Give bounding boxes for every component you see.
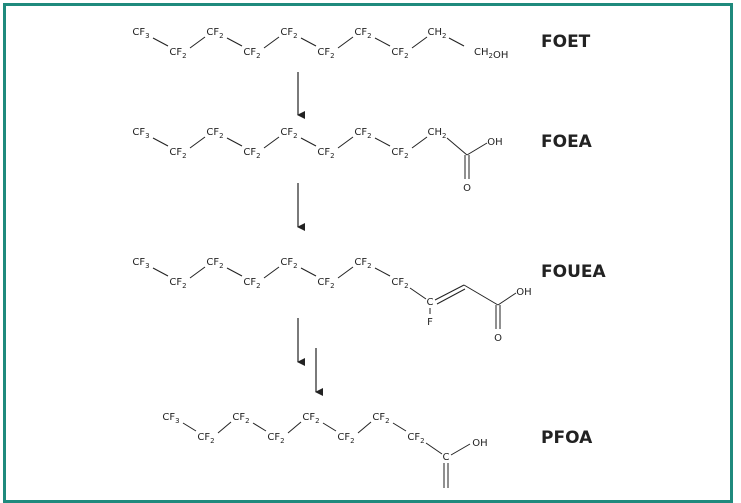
compound-label-pfoa: PFOA bbox=[541, 428, 593, 448]
atom-label: CF2 bbox=[169, 277, 186, 290]
alkene-bond bbox=[436, 288, 466, 305]
atom-label: CF2 bbox=[354, 27, 371, 40]
atom-label: CF2 bbox=[354, 257, 371, 270]
chain-bond bbox=[300, 37, 317, 47]
chain-bond bbox=[425, 442, 443, 455]
chain-bond bbox=[287, 421, 302, 434]
chain-bond bbox=[497, 292, 517, 306]
atom-label: CF2 bbox=[197, 432, 214, 445]
chain-bond bbox=[300, 267, 317, 277]
atom-label: CF2 bbox=[280, 27, 297, 40]
chain-bond bbox=[466, 142, 488, 156]
chain-bond bbox=[263, 136, 280, 149]
chain-bond bbox=[252, 422, 267, 432]
atom-label: CF3 bbox=[132, 127, 149, 140]
hydroxyl-label: OH bbox=[487, 137, 502, 148]
atom-label: CH2 bbox=[428, 127, 447, 140]
compound-label-foea: FOEA bbox=[541, 132, 592, 152]
compound-label-fouea: FOUEA bbox=[541, 262, 606, 282]
chain-bond bbox=[226, 37, 243, 47]
atom-label: CF2 bbox=[302, 412, 319, 425]
chain-bond bbox=[374, 37, 391, 47]
atom-label: CF2 bbox=[232, 412, 249, 425]
chain-bond bbox=[217, 421, 232, 434]
chain-bond bbox=[152, 37, 169, 47]
atom-label: CF3 bbox=[132, 27, 149, 40]
chain-bond bbox=[322, 422, 337, 432]
acid-carbon-label: C bbox=[443, 452, 450, 463]
chain-bond bbox=[263, 36, 280, 49]
chain-bond bbox=[450, 443, 471, 456]
chain-bond bbox=[446, 137, 468, 156]
vinyl-carbon-label: C bbox=[427, 297, 434, 308]
chain-bond bbox=[337, 36, 354, 49]
chain-bond bbox=[411, 36, 428, 49]
atom-label: CF2 bbox=[317, 277, 334, 290]
molecule-pfoa: CF3CF2CF2CF2CF2CF2CF2CF2COHO bbox=[162, 412, 488, 488]
atom-label: CF2 bbox=[372, 412, 389, 425]
chain-bond bbox=[189, 36, 206, 49]
atom-label: CF3 bbox=[132, 257, 149, 270]
atom-label: CF2 bbox=[243, 47, 260, 60]
chain-bond bbox=[463, 284, 499, 306]
chain-bond bbox=[392, 422, 407, 432]
chain-bond bbox=[152, 137, 169, 147]
chain-bond bbox=[374, 267, 391, 277]
chain-bond bbox=[409, 287, 427, 300]
oxygen-label: O bbox=[463, 183, 471, 194]
atom-label: CF2 bbox=[354, 127, 371, 140]
chain-bond bbox=[263, 266, 280, 279]
chain-bond bbox=[357, 421, 372, 434]
reaction-diagram: CF3CF2CF2CF2CF2CF2CF2CF2CH2CH2OHCF3CF2CF… bbox=[132, 27, 532, 488]
atom-label: CF2 bbox=[243, 277, 260, 290]
chain-bond bbox=[448, 37, 465, 47]
atom-label: CF2 bbox=[206, 127, 223, 140]
atom-label: CF2 bbox=[169, 47, 186, 60]
atom-label: CF2 bbox=[391, 147, 408, 160]
chain-bond bbox=[337, 266, 354, 279]
chain-bond bbox=[189, 136, 206, 149]
chain-bond bbox=[374, 137, 391, 147]
atom-label: CF2 bbox=[317, 47, 334, 60]
chain-bond bbox=[226, 267, 243, 277]
hydroxyl-label: OH bbox=[516, 287, 531, 298]
chain-bond bbox=[411, 136, 428, 149]
chain-bond bbox=[152, 267, 169, 277]
chain-bond bbox=[300, 137, 317, 147]
fluorine-label: F bbox=[427, 317, 433, 328]
atom-label: CF2 bbox=[206, 257, 223, 270]
atom-label: CF2 bbox=[280, 127, 297, 140]
hydroxyl-label: OH bbox=[472, 438, 487, 449]
atom-label: CF3 bbox=[162, 412, 179, 425]
atom-label: CF2 bbox=[206, 27, 223, 40]
chain-bond bbox=[226, 137, 243, 147]
atom-label: CF2 bbox=[391, 277, 408, 290]
atom-label: CH2OH bbox=[474, 47, 508, 61]
oxygen-label: O bbox=[494, 333, 502, 344]
atom-label: CF2 bbox=[391, 47, 408, 60]
chain-bond bbox=[189, 266, 206, 279]
atom-label: CF2 bbox=[407, 432, 424, 445]
alkene-bond bbox=[434, 284, 465, 301]
compound-label-foet: FOET bbox=[541, 32, 591, 52]
atom-label: CH2 bbox=[428, 27, 447, 40]
atom-label: CF2 bbox=[243, 147, 260, 160]
atom-label: CF2 bbox=[280, 257, 297, 270]
chain-bond bbox=[182, 422, 197, 432]
atom-label: CF2 bbox=[267, 432, 284, 445]
chain-bond bbox=[337, 136, 354, 149]
atom-label: CF2 bbox=[317, 147, 334, 160]
atom-label: CF2 bbox=[337, 432, 354, 445]
atom-label: CF2 bbox=[169, 147, 186, 160]
